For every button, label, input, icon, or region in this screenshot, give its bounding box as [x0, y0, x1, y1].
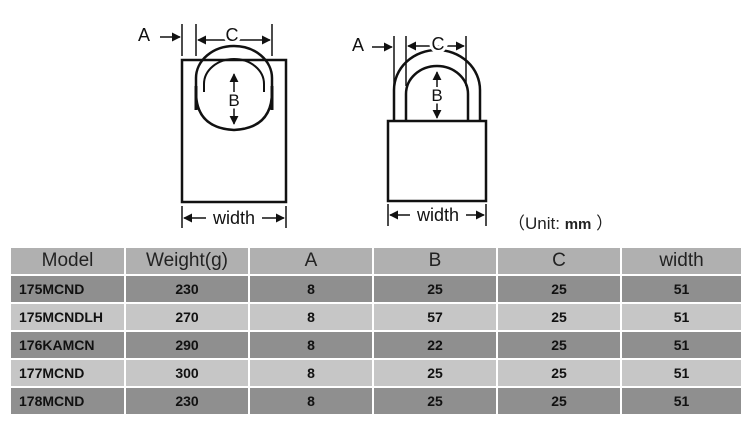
right-dimension-a-label: A: [352, 35, 364, 55]
cell-weight: 290: [124, 330, 250, 360]
header-b: B: [372, 246, 498, 276]
cell-b: 25: [372, 386, 498, 416]
header-weight: Weight(g): [124, 246, 250, 276]
cell-a: 8: [248, 330, 374, 360]
cell-width: 51: [620, 330, 743, 360]
cell-b: 25: [372, 274, 498, 304]
cell-weight: 230: [124, 386, 250, 416]
cell-width: 51: [620, 386, 743, 416]
cell-model: 176KAMCN: [9, 330, 126, 360]
spec-table: Model Weight(g) A B C width 175MCND 230 …: [9, 246, 743, 416]
unit-note-suffix: ）: [596, 214, 614, 233]
cell-width: 51: [620, 302, 743, 332]
left-dimension-c-label: C: [226, 25, 239, 45]
table-header-row: Model Weight(g) A B C width: [9, 246, 743, 276]
header-width: width: [620, 246, 743, 276]
cell-weight: 300: [124, 358, 250, 388]
cell-c: 25: [496, 358, 622, 388]
padlock-dimension-diagram: A C B width A C B width: [138, 22, 488, 228]
table-row: 177MCND 300 8 25 25 51: [9, 358, 743, 388]
standard-padlock-drawing: [372, 36, 488, 226]
left-dimension-a-label: A: [138, 25, 150, 45]
table-row: 175MCND 230 8 25 25 51: [9, 274, 743, 304]
right-width-label: width: [416, 205, 459, 225]
cell-b: 22: [372, 330, 498, 360]
header-c: C: [496, 246, 622, 276]
header-a: A: [248, 246, 374, 276]
unit-note: （Unit: mm ）: [508, 209, 613, 234]
left-dimension-b-label: B: [228, 91, 239, 110]
cell-a: 8: [248, 274, 374, 304]
cell-a: 8: [248, 358, 374, 388]
cell-weight: 270: [124, 302, 250, 332]
cell-model: 175MCNDLH: [9, 302, 126, 332]
cell-weight: 230: [124, 274, 250, 304]
cell-model: 178MCND: [9, 386, 126, 416]
cell-c: 25: [496, 330, 622, 360]
table-row: 178MCND 230 8 25 25 51: [9, 386, 743, 416]
cell-c: 25: [496, 274, 622, 304]
cell-c: 25: [496, 302, 622, 332]
right-dimension-b-label: B: [431, 86, 442, 105]
shrouded-padlock-drawing: [160, 24, 288, 228]
table-row: 176KAMCN 290 8 22 25 51: [9, 330, 743, 360]
left-width-label: width: [212, 208, 255, 228]
cell-a: 8: [248, 302, 374, 332]
table-row: 175MCNDLH 270 8 57 25 51: [9, 302, 743, 332]
cell-model: 177MCND: [9, 358, 126, 388]
cell-width: 51: [620, 274, 743, 304]
cell-a: 8: [248, 386, 374, 416]
cell-width: 51: [620, 358, 743, 388]
cell-b: 57: [372, 302, 498, 332]
unit-note-unit: mm: [564, 216, 592, 233]
cell-model: 175MCND: [9, 274, 126, 304]
right-dimension-c-label: C: [432, 34, 445, 54]
cell-c: 25: [496, 386, 622, 416]
unit-note-prefix: （Unit:: [508, 214, 560, 233]
cell-b: 25: [372, 358, 498, 388]
header-model: Model: [9, 246, 126, 276]
